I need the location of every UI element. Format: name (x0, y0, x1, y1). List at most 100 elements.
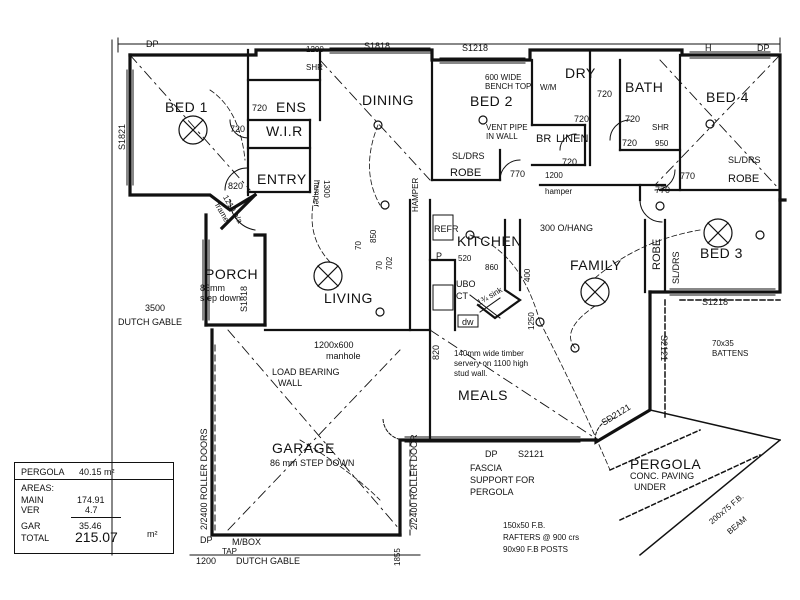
note-window: S2121 (659, 335, 669, 362)
note-fb: 90x90 F.B POSTS (503, 545, 568, 554)
room-entry: ENTRY (257, 171, 307, 187)
room-pergola: PERGOLA (630, 456, 702, 472)
note-battens: BATTENS (712, 349, 749, 358)
note-bench: 600 WIDE (485, 73, 522, 82)
note-wm: W/M (540, 83, 557, 92)
note-dim: 950 (655, 139, 669, 148)
note-dp: DP (485, 449, 498, 459)
area-pergola-value: 40.15 m² (79, 467, 115, 477)
note-pantry: P (436, 251, 443, 261)
note-stepdown: 86mm (200, 283, 226, 293)
note-vent: VENT PIPE (486, 123, 528, 132)
room-family: FAMILY (570, 257, 622, 273)
room-bed1: BED 1 (165, 99, 208, 115)
note-dim: 720 (562, 157, 578, 167)
note-dp: DP (757, 43, 770, 53)
note-roller-door: 2/2400 ROLLER DOOR (409, 434, 419, 530)
robe-bed3: ROBE (651, 238, 663, 270)
area-total-label: TOTAL (21, 533, 50, 543)
note-dim: 1300 (322, 180, 331, 198)
note-timber: servery on 1100 high (454, 359, 529, 368)
note-dim: 1200 (306, 45, 324, 54)
room-bed2: BED 2 (470, 93, 513, 109)
note-paving: UNDER (634, 482, 667, 492)
note-timber: 140mm wide timber (454, 349, 524, 358)
note-dim: 1200 (196, 556, 217, 566)
note-garage-step: 86 mm STEP DOWN (270, 458, 355, 468)
note-dim: 720 (252, 103, 268, 113)
note-shr: SHR (306, 63, 323, 72)
area-total-value: 215.07 (75, 529, 118, 545)
note-dp: DP (146, 39, 159, 49)
room-kitchen: KITCHEN (457, 233, 522, 249)
room-bath: BATH (625, 79, 664, 95)
note-dim: 720 (597, 89, 613, 99)
note-dim: 860 (485, 263, 499, 272)
note-bench: BENCH TOP (485, 82, 532, 91)
note-dim: 400 (523, 268, 532, 282)
room-bed4: BED 4 (706, 89, 749, 105)
note-mbox: M/BOX (232, 537, 262, 547)
note-overhang: 300 O/HANG (540, 223, 594, 233)
room-bed3: BED 3 (700, 245, 743, 261)
room-dining: DINING (362, 92, 414, 108)
note-fascia: PERGOLA (470, 487, 514, 497)
note-dim: 820 (431, 344, 441, 360)
room-linen: LINEN (556, 133, 589, 145)
note-manhole: 1200x600 (314, 340, 354, 350)
note-vent: IN WALL (486, 132, 518, 141)
note-sldrs: SL/DRS (671, 251, 681, 284)
note-dim: 720 (625, 114, 641, 124)
note-sldrs: SL/DRS (452, 151, 485, 161)
room-dry: DRY (565, 65, 596, 81)
room-meals: MEALS (458, 387, 508, 403)
note-refr: REFR (434, 224, 459, 234)
note-battens: 70x35 (712, 339, 734, 348)
note-fascia: SUPPORT FOR (470, 475, 535, 485)
note-dim: 1200 (545, 171, 563, 180)
area-ver-value: 4.7 (85, 505, 98, 515)
robe-bed4: ROBE (728, 173, 760, 185)
note-dim: 770 (680, 171, 696, 181)
area-gar-value: 35.46 (79, 521, 102, 531)
note-window: S1818 (364, 41, 391, 51)
room-garage: GARAGE (272, 440, 335, 456)
room-ens: ENS (276, 99, 307, 115)
note-dp: DP (200, 535, 213, 545)
note-manhole: manhole (326, 351, 361, 361)
note-stepdown: step down (200, 293, 242, 303)
note-window: S1818 (239, 285, 249, 312)
note-dim: 770 (655, 185, 671, 195)
note-dim: 1855 (393, 548, 402, 566)
note-dim: 70 (375, 261, 384, 270)
room-living: LIVING (324, 290, 373, 306)
door-swings (224, 119, 676, 441)
note-dim: 720 (574, 114, 590, 124)
windows (126, 47, 776, 443)
note-dutch-gable: DUTCH GABLE (236, 556, 301, 566)
robe-bed2: ROBE (450, 167, 482, 179)
note-paving: CONC. PAVING (630, 471, 695, 481)
note-load-bearing: WALL (278, 378, 303, 388)
note-load-bearing: LOAD BEARING (272, 367, 340, 377)
area-main-value: 174.91 (77, 495, 105, 505)
note-fascia: FASCIA (470, 463, 503, 473)
note-dim: 720 (230, 124, 246, 134)
note-dim: 1250 (527, 312, 536, 330)
note-dutch-gable: DUTCH GABLE (118, 317, 183, 327)
note-dim: 520 (458, 254, 472, 263)
area-schedule: PERGOLA 40.15 m² AREAS: MAIN 174.91 VER … (14, 462, 174, 554)
note-dim: 820 (228, 181, 244, 191)
interior-walls (246, 48, 782, 442)
area-ver-label: VER (21, 505, 40, 515)
note-tap: TAP (222, 547, 237, 556)
note-sldrs: SL/DRS (728, 155, 761, 165)
note-shr: SHR (652, 123, 669, 132)
note-dim: 3500 (145, 303, 166, 313)
note-window: S1218 (702, 297, 729, 307)
note-window: S1821 (117, 123, 127, 150)
area-pergola-label: PERGOLA (21, 467, 65, 477)
note-dw: dw (462, 317, 474, 327)
area-gar-label: GAR (21, 521, 41, 531)
